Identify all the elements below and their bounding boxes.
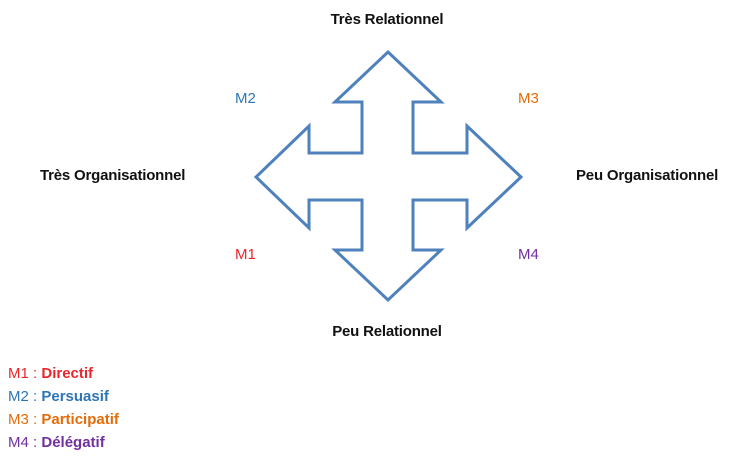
legend-item-m1: M1 : Directif — [8, 362, 119, 385]
legend-name: Directif — [41, 365, 94, 382]
quadrant-label-m3: M3 — [518, 90, 539, 107]
legend-name: Participatif — [41, 411, 119, 428]
axis-label-top: Très Relationnel — [330, 11, 444, 28]
legend-name: Délégatif — [41, 434, 105, 451]
legend-separator: : — [28, 411, 42, 428]
legend-separator: : — [28, 365, 42, 382]
legend-code: M3 — [8, 411, 29, 428]
quadrant-label-m1: M1 — [235, 246, 256, 263]
four-way-arrow-icon — [253, 49, 524, 303]
legend-separator: : — [28, 388, 42, 405]
legend-separator: : — [28, 434, 42, 451]
legend-code: M4 — [8, 434, 29, 451]
axis-label-right: Peu Organisationnel — [576, 167, 719, 184]
legend-item-m3: M3 : Participatif — [8, 408, 119, 431]
axis-label-left: Très Organisationnel — [40, 167, 186, 184]
legend-name: Persuasif — [41, 388, 109, 405]
legend-item-m4: M4 : Délégatif — [8, 431, 119, 454]
quadrant-label-m2: M2 — [235, 90, 256, 107]
legend-code: M1 — [8, 365, 29, 382]
quadrant-label-m4: M4 — [518, 246, 539, 263]
axis-label-bottom: Peu Relationnel — [332, 323, 442, 340]
legend-item-m2: M2 : Persuasif — [8, 385, 119, 408]
legend-code: M2 — [8, 388, 29, 405]
legend: M1 : Directif M2 : Persuasif M3 : Partic… — [8, 362, 119, 454]
